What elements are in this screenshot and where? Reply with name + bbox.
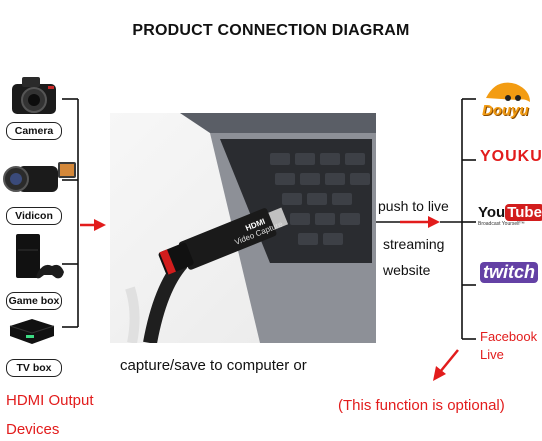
laptop-capture-card-photo: HDMI Video Capture: [110, 113, 376, 343]
douyu-mascot-icon: [486, 82, 530, 102]
youtube-tagline: Broadcast Yourself™: [478, 221, 525, 227]
youku-wordmark: YOUKU: [480, 148, 542, 165]
left-caption-line2: Devices: [6, 421, 60, 438]
youtube-tube: Tube: [505, 204, 542, 221]
optional-red-arrow: [433, 349, 459, 381]
youtube-you: You: [478, 204, 506, 221]
right-caption-line1: push to live: [378, 198, 449, 214]
left-red-arrow: [80, 219, 106, 231]
camcorder-icon: [3, 162, 76, 192]
right-bracket: [461, 98, 476, 340]
twitch-wordmark: twitch: [480, 262, 538, 283]
laptop-illustration: [125, 113, 376, 343]
right-caption-line2: streaming: [383, 236, 445, 252]
device-label-vidicon: Vidicon: [6, 207, 62, 225]
right-connector: [376, 216, 462, 228]
device-label-camera: Camera: [6, 122, 62, 140]
twitch-logo: twitch: [480, 262, 538, 283]
camera-icon: [12, 77, 56, 114]
optional-note: (This function is optional): [338, 397, 505, 414]
live-label: Live: [480, 347, 504, 362]
device-label-game-box: Game box: [6, 292, 62, 310]
diagram-title: PRODUCT CONNECTION DIAGRAM: [132, 22, 410, 39]
douyu-logo: Douyu: [478, 76, 538, 122]
right-caption-line3: website: [383, 262, 431, 278]
youku-logo: YOUKU: [480, 148, 542, 166]
device-label-tv-box: TV box: [6, 359, 62, 377]
facebook-live-text: Facebook Live: [480, 328, 538, 364]
tv-box-icon: [9, 319, 55, 344]
facebook-label: Facebook: [480, 329, 538, 344]
left-bracket: [62, 98, 79, 328]
left-caption-line1: HDMI Output: [6, 392, 94, 409]
game-console-icon: [16, 234, 64, 279]
bottom-caption: capture/save to computer or: [120, 357, 307, 374]
youku-text: YOUKU: [480, 148, 542, 166]
douyu-text: Douyu: [482, 102, 529, 119]
